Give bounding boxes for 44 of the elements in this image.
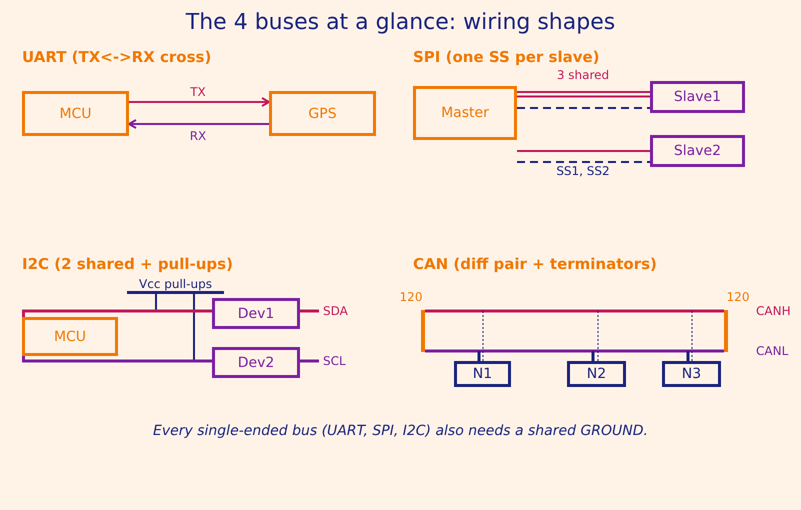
dotted-wire — [482, 310, 484, 362]
section-heading: CAN (diff pair + terminators) — [413, 255, 657, 273]
peripheral-box: Dev2 — [212, 347, 300, 378]
bus-node-box: N2 — [567, 361, 626, 387]
wire — [686, 351, 690, 361]
section-heading: UART (TX<->RX cross) — [22, 48, 212, 66]
resistor-value: 120 — [726, 290, 750, 304]
wire — [517, 150, 650, 152]
resistor-value: 120 — [398, 290, 424, 304]
wire — [517, 91, 650, 93]
diagram-caption: Every single-ended bus (UART, SPI, I2C) also needs a shared GROUND. — [153, 423, 648, 440]
peripheral-box: Slave2 — [650, 135, 745, 167]
edge-label: 3 shared — [554, 68, 612, 82]
section-heading: SPI (one SS per slave) — [413, 48, 600, 66]
diagram-title: The 4 buses at a glance: wiring shapes — [186, 10, 616, 36]
pull-up-rail: Vcc pull-ups — [127, 277, 224, 294]
controller-box: Master — [413, 86, 517, 140]
wire — [425, 310, 724, 312]
wire — [193, 294, 195, 361]
wire — [517, 96, 650, 98]
bus-node-box: N1 — [454, 361, 511, 387]
wire — [300, 360, 319, 362]
wire — [478, 351, 480, 361]
section-heading: I2C (2 shared + pull-ups) — [22, 255, 233, 273]
controller-box: MCU — [22, 317, 118, 356]
dashed-wire — [517, 107, 650, 109]
dashed-wire — [517, 161, 650, 163]
signal-name: CANL — [756, 344, 788, 358]
wire — [22, 356, 212, 362]
wire — [22, 310, 212, 317]
wire — [592, 351, 594, 361]
arrow — [129, 97, 270, 107]
peripheral-box: Dev1 — [212, 298, 300, 329]
controller-box: GPS — [269, 91, 376, 136]
wire — [425, 350, 724, 352]
wire — [300, 310, 319, 312]
bus-node-box: N3 — [662, 361, 721, 387]
arrow — [128, 119, 269, 129]
signal-name: SDA — [319, 303, 353, 319]
signal-name: CANH — [756, 304, 791, 318]
wire — [155, 294, 157, 311]
controller-box: MCU — [22, 91, 129, 136]
peripheral-box: Slave1 — [650, 81, 745, 113]
signal-name: SCL — [319, 353, 353, 369]
